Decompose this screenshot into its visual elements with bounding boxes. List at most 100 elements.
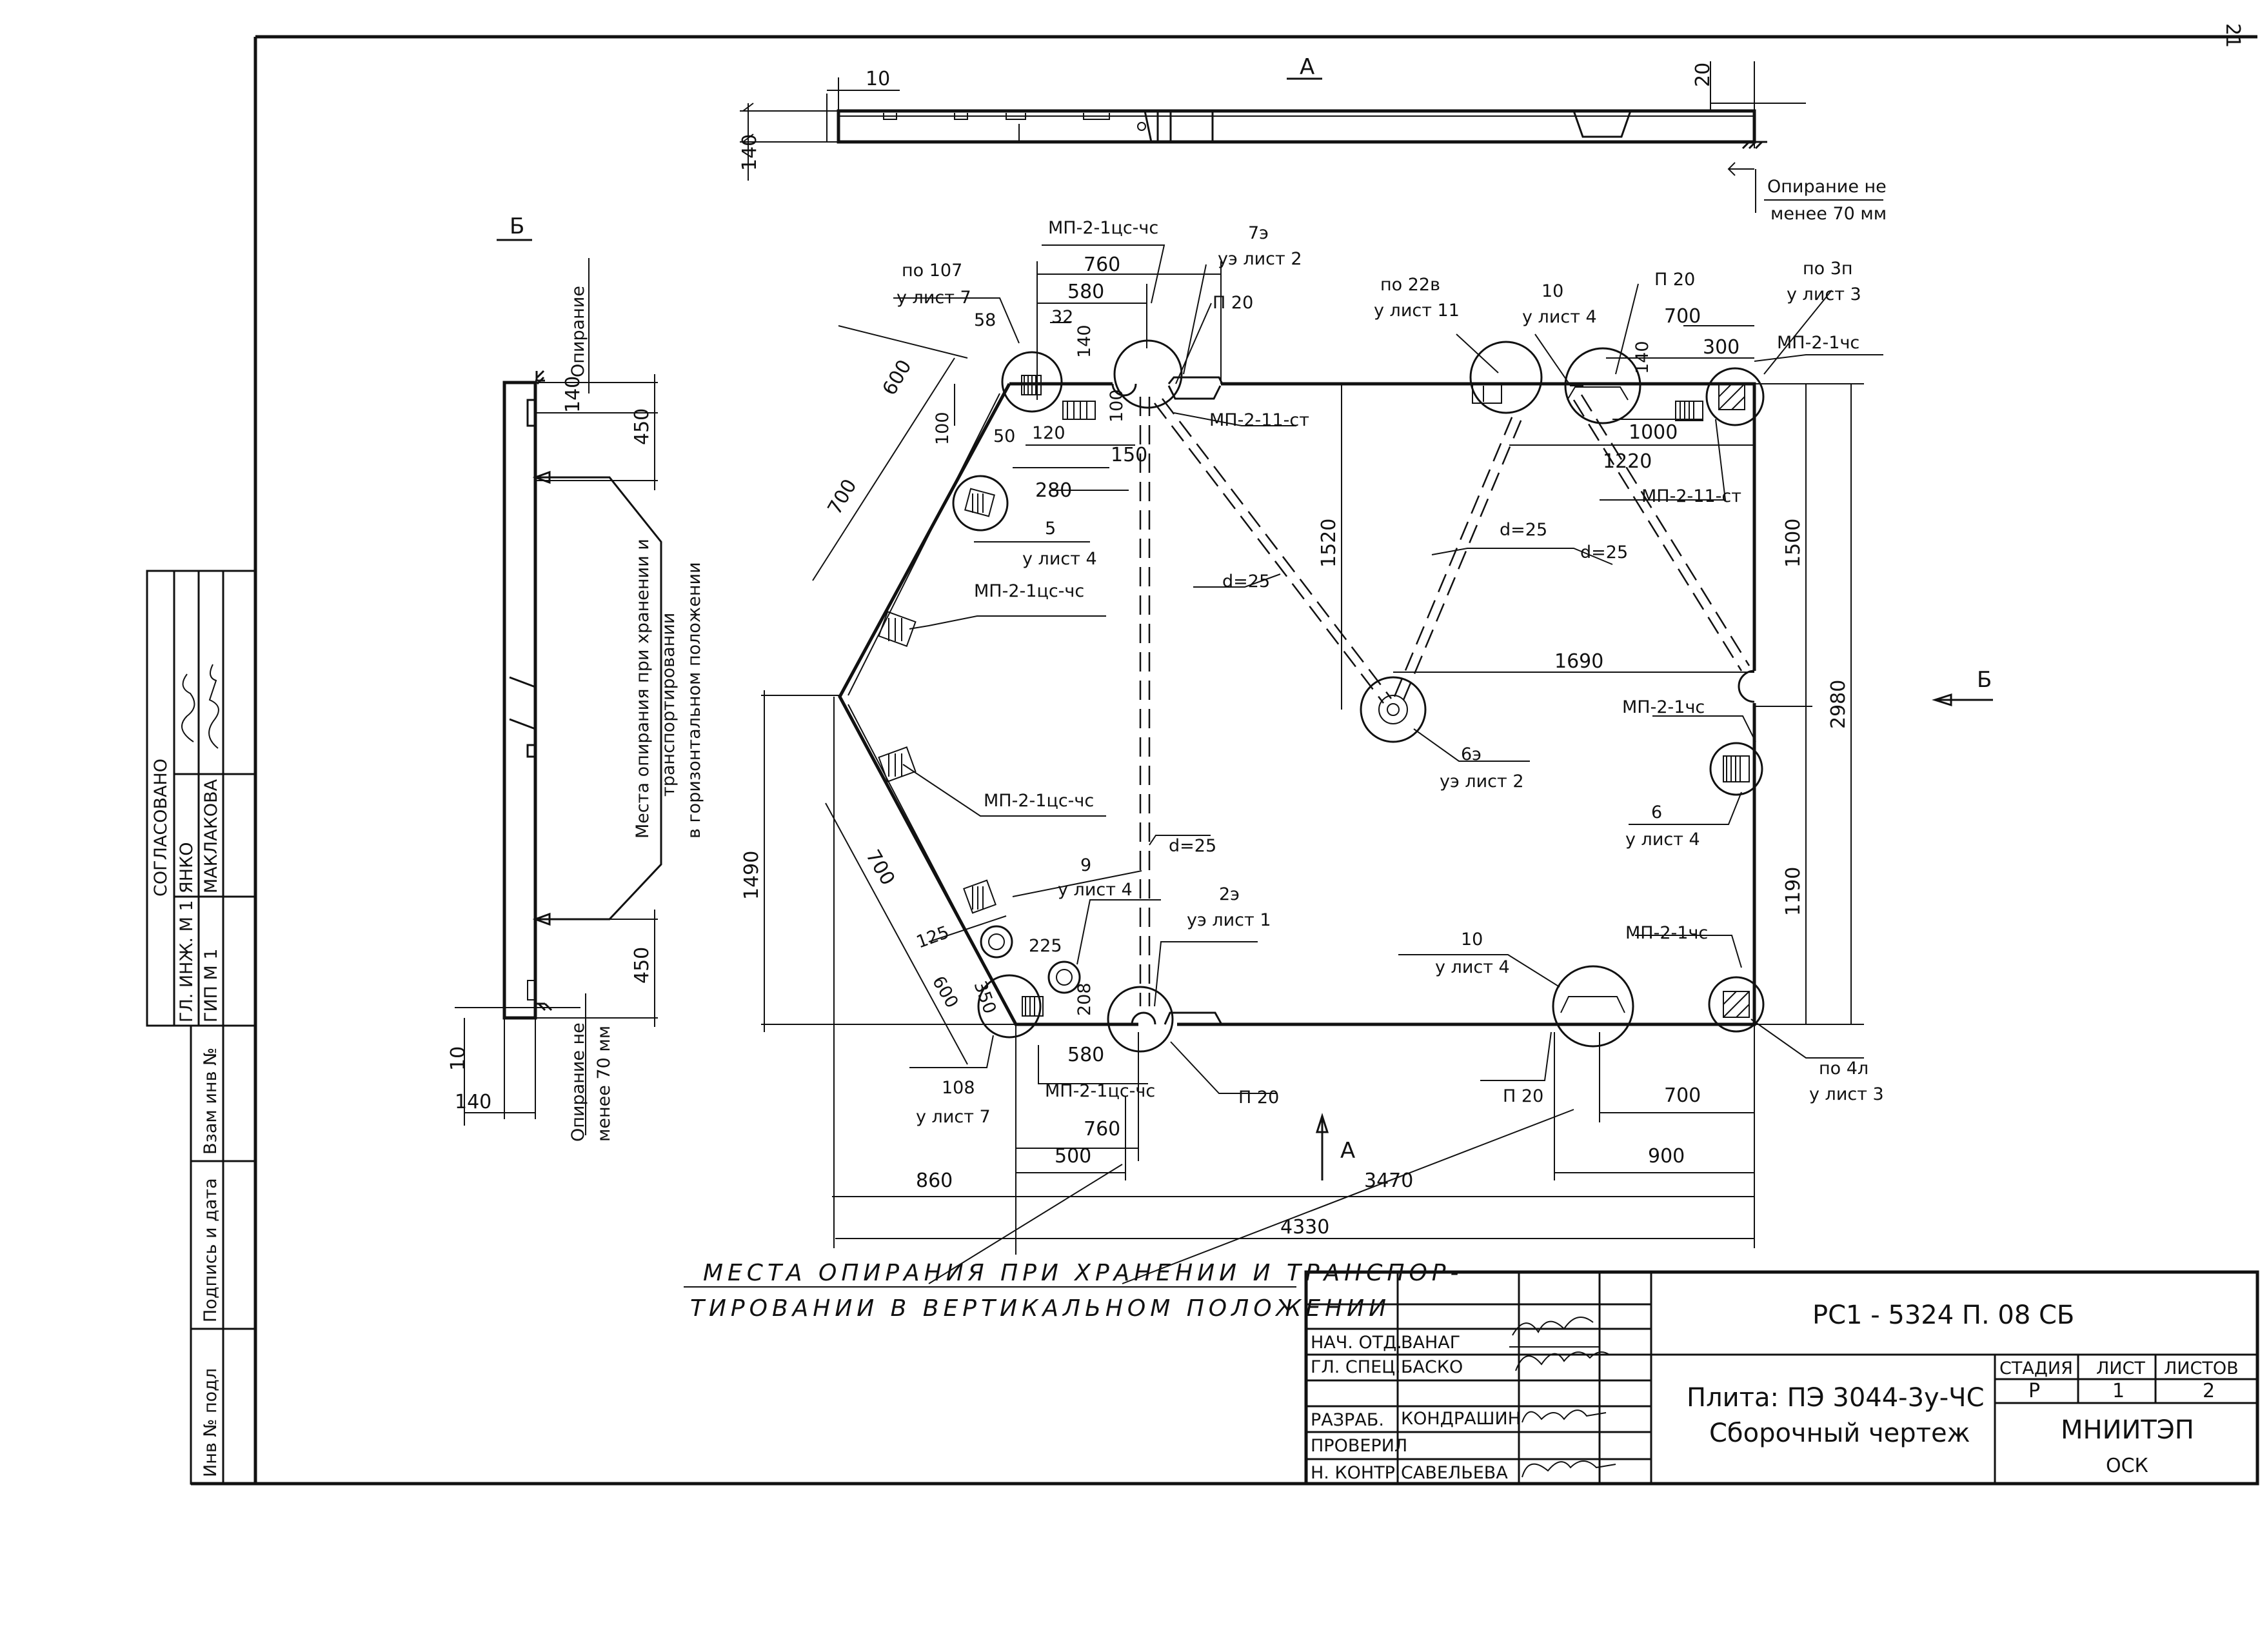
dim-700-right: 700	[1664, 305, 1701, 328]
dim-58: 58	[974, 310, 996, 330]
tb-role-3: РАЗРАБ.	[1311, 1410, 1384, 1430]
label-ulist4-10bot: у лист 4	[1435, 957, 1510, 977]
label-ulist3-bot: у лист 3	[1809, 1084, 1884, 1104]
label-ulist3-top: у лист 3	[1787, 284, 1861, 304]
side-storage-3: в горизонтальном положении	[684, 562, 704, 839]
dim-500: 500	[1055, 1145, 1091, 1168]
slab-outline	[838, 382, 1756, 1026]
label-p20-top: П 20	[1213, 293, 1253, 313]
dim-1520: 1520	[1318, 519, 1340, 568]
dim-1000: 1000	[1629, 421, 1678, 444]
dim-1220: 1220	[1603, 450, 1652, 473]
label-p20-bot-right: П 20	[1503, 1086, 1543, 1106]
label-10-top: 10	[1541, 281, 1563, 301]
dim-208: 208	[1075, 982, 1095, 1016]
stamp-original-inv: Инв № подл	[201, 1368, 221, 1477]
stamp-signature-date: Подпись и дата	[201, 1178, 221, 1322]
label-d25-b: d=25	[1500, 520, 1547, 540]
label-ulist4-5: у лист 4	[1022, 549, 1097, 569]
elev-dim-20: 20	[1692, 63, 1714, 87]
section-b-arrow	[1932, 693, 1993, 707]
side-dim-140: 140	[562, 376, 584, 413]
label-10-bot: 10	[1461, 930, 1483, 950]
label-ue-list1: уэ лист 1	[1187, 910, 1271, 930]
tb-sheet-head: ЛИСТ	[2096, 1358, 2145, 1378]
approval-role-1: ГЛ. ИНЖ. М 1	[177, 900, 197, 1022]
dim-760-top: 760	[1084, 254, 1120, 276]
side-dim-450-bottom: 450	[631, 947, 653, 984]
stamp-replaces: Взам инв №	[201, 1048, 221, 1155]
tb-role-5: Н. КОНТР.	[1311, 1463, 1401, 1483]
label-9: 9	[1080, 855, 1091, 875]
label-po3p: по 3п	[1803, 259, 1853, 279]
title-block: НАЧ. ОТД. ВАНАГ ГЛ. СПЕЦ. БАСКО РАЗРАБ. …	[1304, 1270, 2259, 1486]
approval-name-1: ЯНКО	[177, 842, 197, 893]
side-storage-2: транспортировании	[659, 613, 679, 797]
label-mp-1chs-mid: МП-2-1чс	[1622, 697, 1705, 717]
label-po22v: по 22в	[1380, 275, 1440, 295]
label-p20-bot: П 20	[1238, 1088, 1279, 1108]
label-ue-list2-mid: уэ лист 2	[1440, 771, 1524, 791]
label-6: 6	[1651, 802, 1662, 822]
dim-300: 300	[1703, 336, 1740, 359]
dim-700-bot: 700	[1664, 1084, 1701, 1107]
elev-dim-140: 140	[738, 134, 761, 171]
label-mp-1chs-bot: МП-2-1чс	[1625, 923, 1708, 943]
label-2e: 2э	[1219, 884, 1240, 904]
dim-600-low: 600	[928, 973, 962, 1011]
dim-700-low: 700	[861, 846, 899, 890]
tb-sheets-head: ЛИСТОВ	[2164, 1358, 2239, 1378]
tb-role-1: НАЧ. ОТД.	[1311, 1333, 1402, 1353]
tb-stage: Р	[2028, 1380, 2040, 1402]
dim-2980: 2980	[1827, 680, 1850, 729]
label-ulist4-9: у лист 4	[1058, 880, 1133, 900]
dim-100: 100	[1107, 389, 1127, 423]
tb-stage-head: СТАДИЯ	[1999, 1358, 2073, 1378]
side-dim-450-top: 450	[631, 408, 653, 445]
elev-support-1: Опирание не	[1767, 177, 1887, 197]
note-line-2: ТИРОВАНИИ В ВЕРТИКАЛЬНОМ ПОЛОЖЕНИИ	[690, 1295, 1391, 1322]
label-mp-1chs-top: МП-2-1чс	[1777, 333, 1859, 353]
dim-280: 280	[1035, 479, 1072, 502]
label-po4l: по 4л	[1819, 1059, 1868, 1079]
dim-1490: 1490	[740, 851, 763, 900]
label-d25-a: d=25	[1222, 572, 1270, 592]
dim-600-top: 600	[878, 356, 917, 399]
label-ulist4-10top: у лист 4	[1522, 307, 1597, 327]
section-a-arrow-label: А	[1340, 1138, 1355, 1164]
label-ulist4-6: у лист 4	[1625, 830, 1700, 850]
dim-760-bot: 760	[1084, 1118, 1120, 1140]
dim-50: 50	[993, 426, 1015, 446]
approval-name-2: МАКЛАКОВА	[201, 779, 221, 893]
side-support-bottom-1: Опирание не	[568, 1022, 588, 1142]
dim-1690: 1690	[1554, 650, 1603, 673]
approval-block: СОГЛАСОВАНО ГЛ. ИНЖ. М 1 ГИП М 1 ЯНКО МА…	[146, 570, 257, 1027]
dim-120: 120	[1032, 423, 1066, 443]
storage-note: МЕСТА ОПИРАНИЯ ПРИ ХРАНЕНИИ И ТРАНСПОР- …	[684, 1109, 1574, 1322]
label-d25-c: d=25	[1580, 542, 1628, 562]
approval-title: СОГЛАСОВАНО	[151, 759, 171, 897]
side-dim-140-bottom: 140	[455, 1091, 491, 1113]
label-mp-bot: МП-2-1цс-чс	[1045, 1081, 1155, 1101]
side-support-top: Опирание	[568, 286, 588, 377]
tb-name-1: ВАНАГ	[1401, 1333, 1460, 1353]
dim-580-bot: 580	[1067, 1044, 1104, 1066]
elev-dim-10: 10	[866, 68, 890, 90]
label-108: 108	[942, 1078, 975, 1098]
label-ue-list2-top: уэ лист 2	[1218, 249, 1302, 269]
dim-140-b: 140	[1632, 341, 1652, 374]
section-b-arrow-label: Б	[1977, 667, 1992, 693]
label-mp-11st-top: МП-2-11-ст	[1209, 410, 1309, 430]
tb-name-2: БАСКО	[1401, 1357, 1463, 1377]
dim-900: 900	[1648, 1145, 1685, 1168]
plan-view: 760 580 58 32 140 100 600 100 50 120 150…	[740, 218, 1993, 1255]
dim-140-a: 140	[1075, 324, 1095, 358]
dim-125: 125	[914, 922, 952, 953]
tb-sheet: 1	[2112, 1380, 2125, 1402]
label-po107: по 107	[902, 261, 962, 281]
dim-225: 225	[1029, 936, 1062, 956]
side-support-bottom-2: менее 70 мм	[594, 1026, 614, 1142]
label-mp-top: МП-2-1цс-чс	[1048, 218, 1158, 238]
dim-860: 860	[916, 1169, 953, 1192]
